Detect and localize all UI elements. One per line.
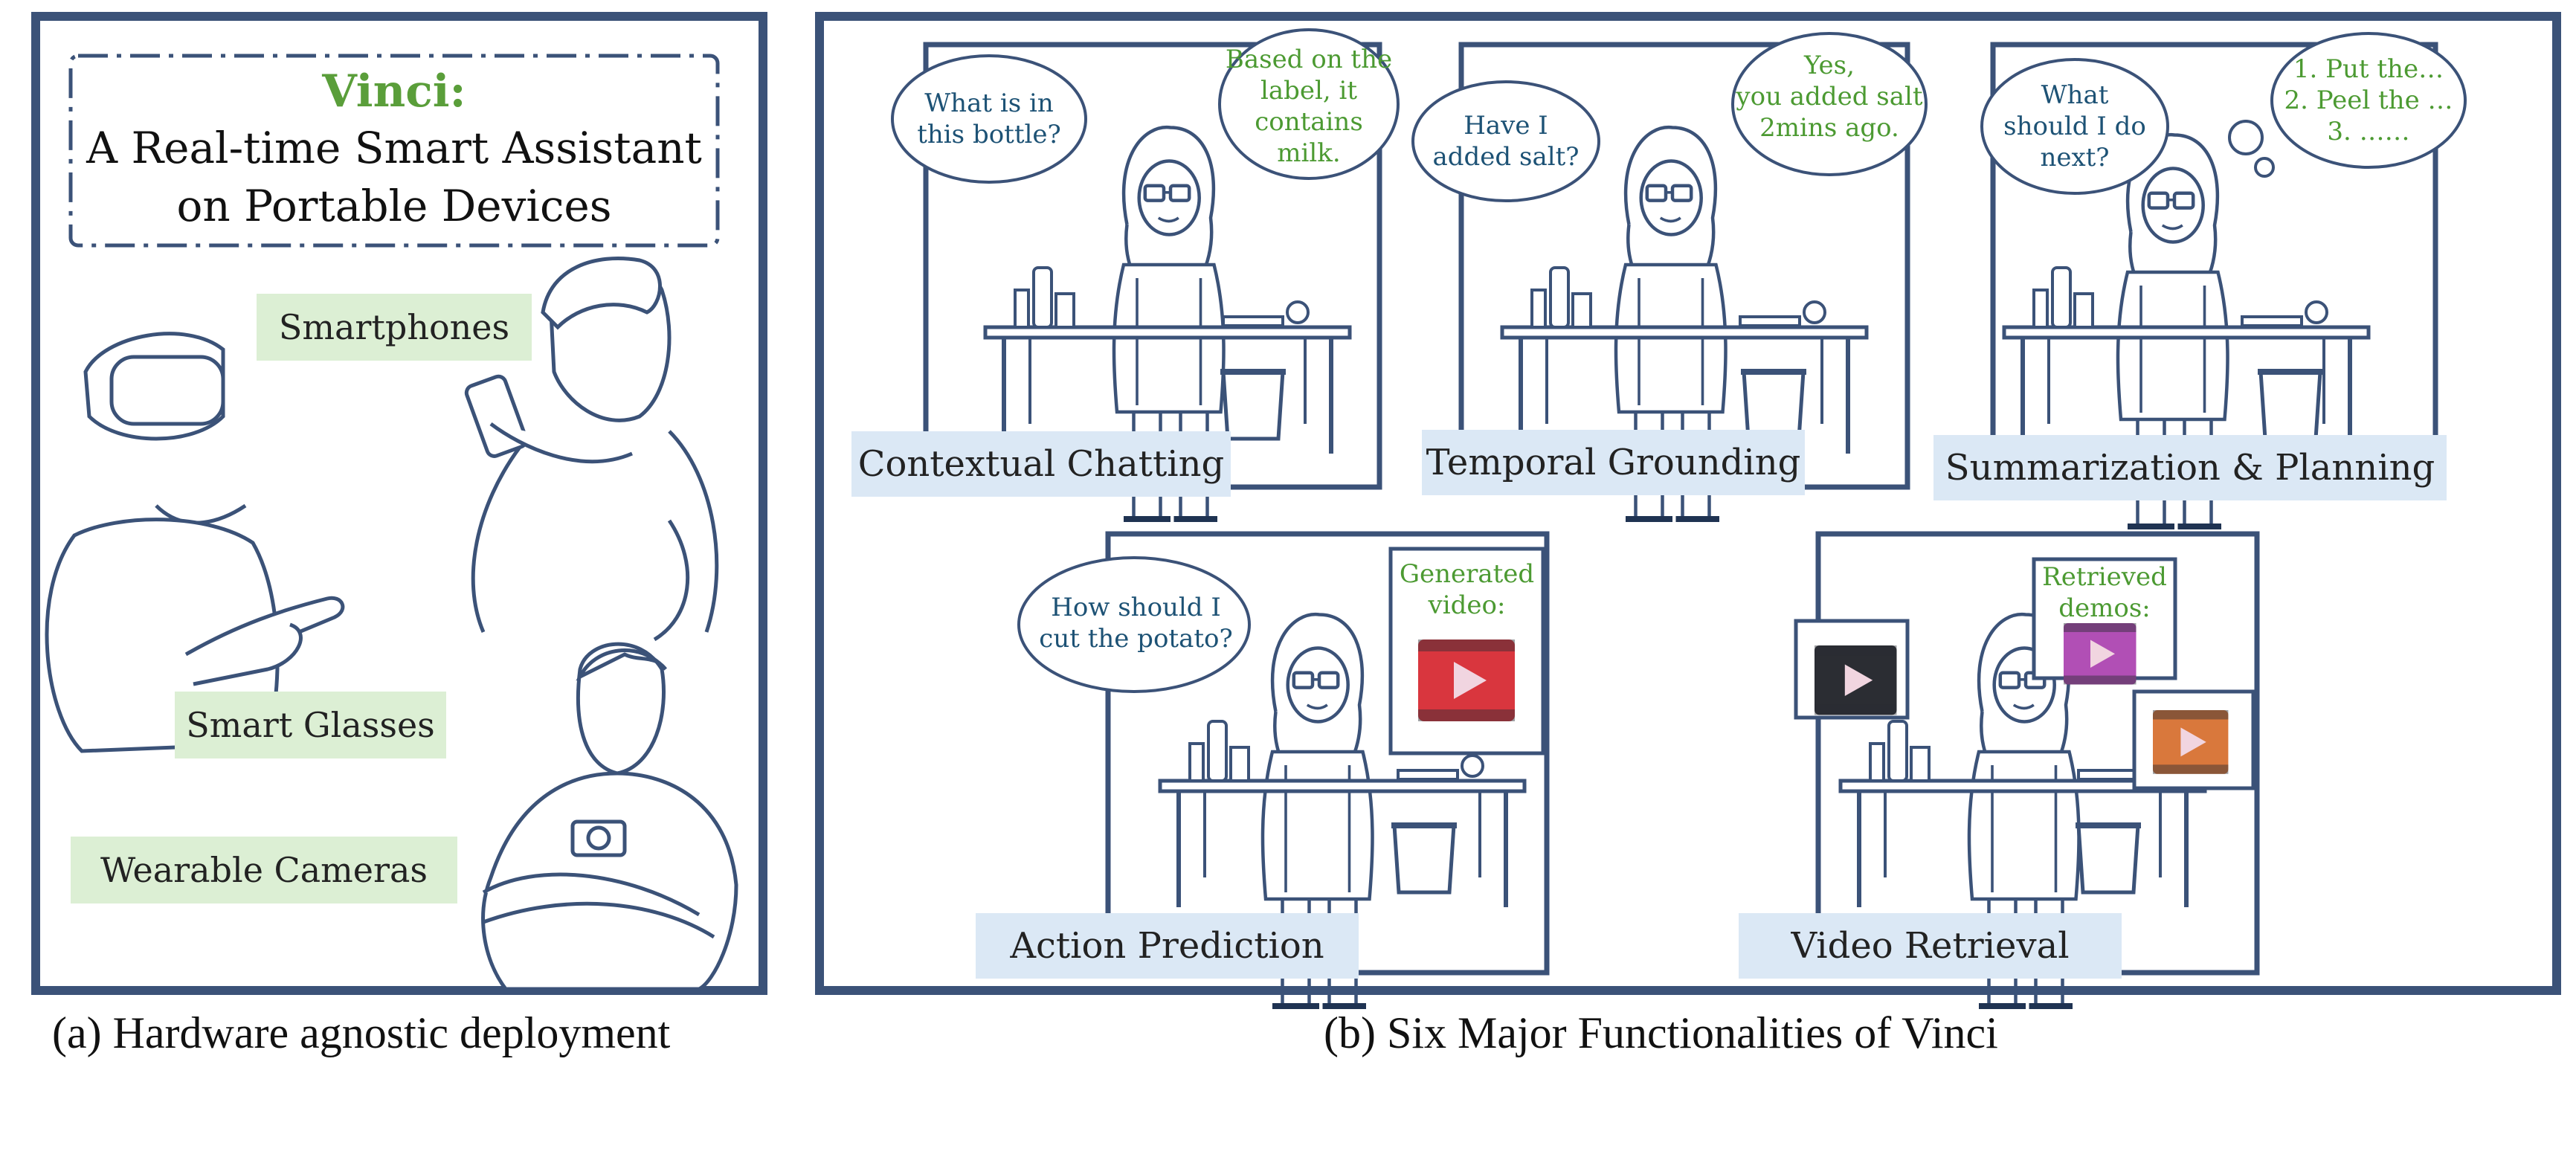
- scene-3-label: Summarization & Planning: [1933, 435, 2447, 500]
- scene-4-label: Action Prediction: [976, 913, 1359, 979]
- scene-3-question: What should I do next?: [2003, 80, 2146, 173]
- panel-a-caption: (a) Hardware agnostic deployment: [52, 1008, 671, 1057]
- panel-a-title-vinci: Vinci:: [322, 65, 466, 117]
- scene-1-question: What is in this bottle?: [917, 88, 1061, 149]
- scene-4-question: How should I cut the potato?: [1039, 592, 1233, 654]
- panel-a-title-line3: on Portable Devices: [176, 181, 612, 231]
- scene-5-label: Video Retrieval: [1739, 913, 2122, 979]
- device-tag-smart-glasses: Smart Glasses: [175, 692, 446, 758]
- scene-1-label: Contextual Chatting: [851, 431, 1231, 497]
- scene-2-answer: Yes, you added salt 2mins ago.: [1736, 51, 1923, 143]
- device-tag-smartphones: Smartphones: [257, 294, 532, 361]
- scene-1-answer: Based on the label, it contains milk.: [1225, 44, 1393, 168]
- panel-b-caption: (b) Six Major Functionalities of Vinci: [1324, 1008, 1998, 1057]
- scene-2-question: Have I added salt?: [1432, 111, 1580, 172]
- scene-2-label: Temporal Grounding: [1422, 430, 1805, 495]
- scene-3-answer: 1. Put the… 2. Peel the … 3. ……: [2284, 54, 2453, 146]
- panel-a-title-line2: A Real-time Smart Assistant: [86, 123, 702, 173]
- device-tag-wearable-cameras: Wearable Cameras: [71, 837, 457, 903]
- scene-5-answer: Retrieved demos:: [2042, 562, 2167, 623]
- scene-4-answer: Generated video:: [1399, 558, 1535, 620]
